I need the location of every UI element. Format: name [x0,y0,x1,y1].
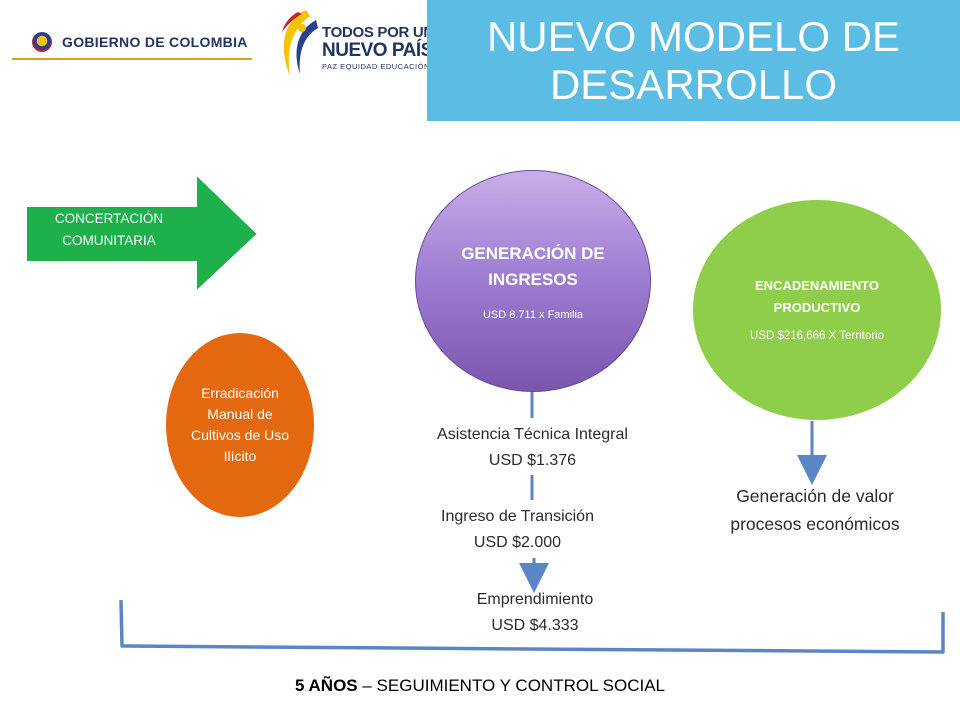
valor-line1: Generación de valor [736,486,894,506]
generacion-valor: Generación de valor procesos económicos [690,482,940,538]
tpun-line3: PAZ EQUIDAD EDUCACIÓN [322,62,430,71]
footer-rest: – SEGUIMIENTO Y CONTROL SOCIAL [357,676,665,695]
colombia-seal-icon [32,32,52,52]
timeline-bracket [119,599,945,654]
step-asistencia: Asistencia Técnica Integral USD $1.376 [400,422,665,474]
asistencia-label: Asistencia Técnica Integral [437,426,628,443]
page-title: NUEVO MODELO DE DESARROLLO [486,12,901,108]
ingresos-amount: USD 8.711 x Familia [482,309,584,321]
emprendimiento-label: Emprendimiento [476,591,594,608]
erradicacion-circle: Erradicación Manual de Cultivos de Uso I… [166,333,314,517]
step-ingreso: Ingreso de Transición USD $2.000 [400,504,635,556]
gov-logo-text: GOBIERNO DE COLOMBIA [62,34,248,50]
tpun-line1: TODOS POR UN [322,24,434,41]
tpun-line2: NUEVO PAÍS [322,40,433,61]
concertacion-arrow [25,172,260,292]
ingreso-amount: USD $2.000 [473,534,562,551]
emprendimiento-amount: USD $4.333 [491,617,579,634]
ingresos-title: GENERACIÓN DE INGRESOS [461,244,605,289]
encadenamiento-title: ENCADENAMIENTO PRODUCTIVO [755,277,879,315]
ingreso-label: Ingreso de Transición [441,508,594,525]
valor-line2: procesos económicos [730,514,900,534]
step-emprendimiento: Emprendimiento USD $4.333 [420,587,650,639]
encadenamiento-amount: USD $216,666 X Territorio [749,329,885,342]
encadenamiento-circle: ENCADENAMIENTO PRODUCTIVO USD $216,666 X… [693,200,941,420]
asistencia-amount: USD $1.376 [488,452,577,469]
flag-swoosh-icon [282,10,318,76]
todos-por-un-nuevo-pais-logo: TODOS POR UN NUEVO PAÍS PAZ EQUIDAD EDUC… [272,2,434,90]
footer-years: 5 AÑOS [294,676,358,695]
title-banner: NUEVO MODELO DE DESARROLLO [427,0,960,121]
erradicacion-title: Erradicación Manual de Cultivos de Uso I… [190,385,290,464]
concertacion-label: CONCERTACIÓN COMUNITARIA [54,211,164,248]
footer-caption: 5 AÑOS – SEGUIMIENTO Y CONTROL SOCIAL [200,676,760,696]
generacion-ingresos-circle: GENERACIÓN DE INGRESOS USD 8.711 x Famil… [415,170,651,392]
gov-logo-rule [12,58,252,60]
gobierno-de-colombia-logo: GOBIERNO DE COLOMBIA [12,28,252,62]
